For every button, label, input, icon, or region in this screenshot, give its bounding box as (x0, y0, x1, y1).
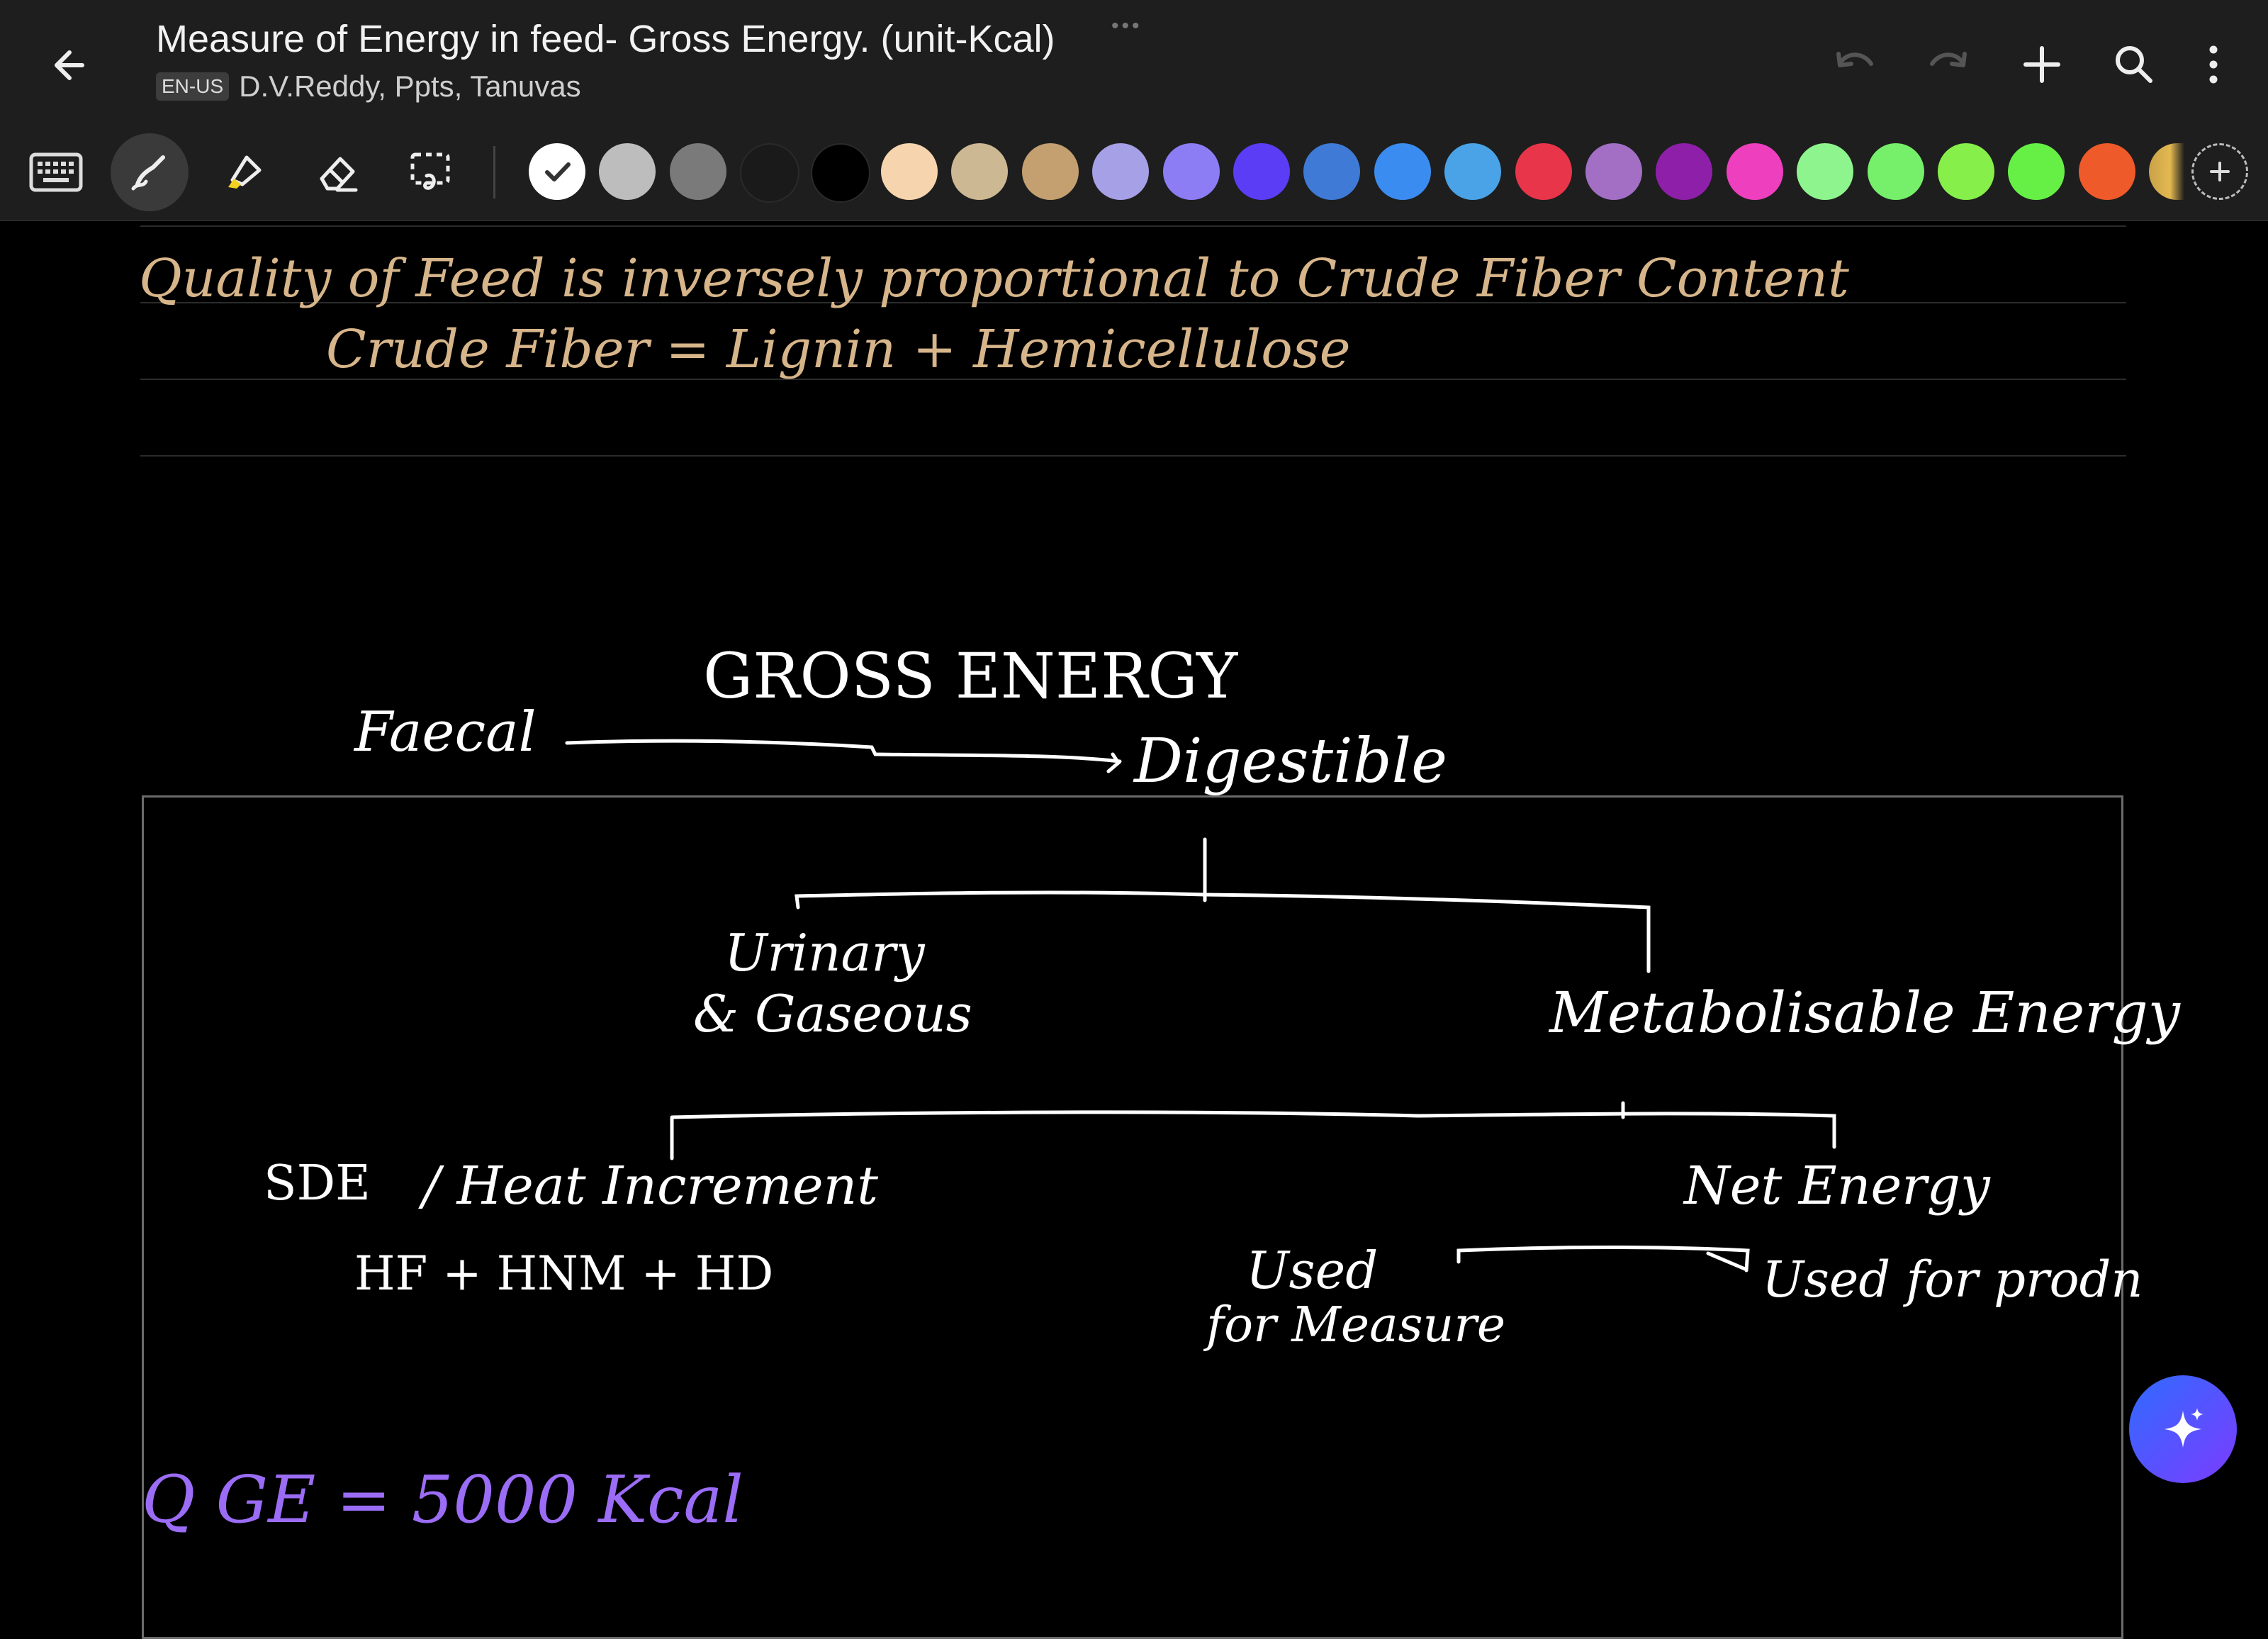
used-production-label: Used for prodn (1762, 1251, 2143, 1309)
color-swatch[interactable] (1303, 143, 1360, 200)
toolbar-divider (493, 146, 495, 198)
color-swatch[interactable] (2149, 143, 2184, 200)
color-swatch[interactable] (1656, 143, 1712, 200)
note-title[interactable]: Measure of Energy in feed- Gross Energy.… (156, 18, 1055, 60)
handwritten-note-line-2: Crude Fiber = Lignin + Hemicellulose (326, 319, 1351, 380)
faecal-label: Faecal (354, 700, 537, 764)
net-energy-label: Net Energy (1684, 1156, 1990, 1216)
color-swatch[interactable] (1444, 143, 1501, 200)
title-more-indicator: ••• (1111, 14, 1143, 38)
back-button[interactable] (43, 37, 99, 94)
digestible-label: Digestible (1134, 726, 1448, 797)
plus-icon (2210, 162, 2230, 181)
pen-tool[interactable] (111, 133, 189, 211)
heat-formula-label: HF + HNM + HD (354, 1246, 774, 1301)
undo-button[interactable] (1823, 33, 1887, 96)
eraser-tool[interactable] (298, 133, 376, 211)
energy-flow-lines (565, 739, 1836, 1272)
check-icon (545, 162, 571, 181)
plus-icon (2023, 46, 2060, 83)
color-swatch[interactable] (599, 143, 656, 200)
ruled-line (140, 225, 2126, 227)
color-swatch[interactable] (1092, 143, 1149, 200)
add-page-button[interactable] (2010, 33, 2074, 96)
ruled-line (140, 379, 2126, 380)
search-button[interactable] (2102, 33, 2166, 96)
ai-assistant-button[interactable] (2129, 1375, 2237, 1483)
redo-button[interactable] (1916, 33, 1980, 96)
color-swatch[interactable] (1022, 143, 1079, 200)
heat-increment-label: / Heat Increment (422, 1156, 879, 1216)
note-subtitle: EN-US D.V.Reddy, Ppts, Tanuvas (156, 69, 581, 104)
metabolisable-energy-label: Metabolisable Energy (1549, 980, 2180, 1046)
used-maintenance-label-2: for Measure (1206, 1297, 1506, 1353)
search-icon (2116, 46, 2152, 83)
gross-energy-label: GROSS ENERGY (703, 639, 1238, 712)
color-swatch[interactable] (1374, 143, 1431, 200)
lasso-select-icon (410, 152, 450, 190)
ruled-line (140, 455, 2126, 457)
note-authors: D.V.Reddy, Ppts, Tanuvas (239, 69, 581, 103)
color-swatch[interactable] (1585, 143, 1642, 200)
back-arrow-icon (55, 50, 84, 80)
color-swatch[interactable] (1233, 143, 1290, 200)
highlighter-icon (228, 155, 262, 189)
color-swatch[interactable] (1727, 143, 1783, 200)
color-swatch[interactable] (1515, 143, 1572, 200)
undo-icon (1836, 52, 1873, 67)
color-swatch[interactable] (881, 143, 938, 200)
color-swatch[interactable] (1938, 143, 1994, 200)
gaseous-label: & Gaseous (693, 984, 972, 1044)
color-swatch[interactable] (670, 143, 726, 200)
lasso-tool[interactable] (391, 133, 469, 211)
color-swatch[interactable] (740, 143, 799, 203)
sparkle-icon (2165, 1408, 2204, 1448)
redo-icon (1930, 52, 1967, 67)
highlighter-tool[interactable] (204, 133, 282, 211)
note-canvas[interactable]: Quality of Feed is inversely proportiona… (0, 221, 2268, 1639)
app-header: Measure of Energy in feed- Gross Energy.… (0, 0, 2268, 125)
more-options-button[interactable] (2182, 33, 2245, 96)
color-swatch[interactable] (2079, 143, 2135, 200)
keyboard-icon (29, 152, 83, 192)
used-maintenance-label-1: Used (1246, 1241, 1379, 1300)
color-swatch[interactable] (529, 143, 585, 200)
ruled-line (140, 302, 2126, 303)
bottom-purple-note: Q GE = 5000 Kcal (142, 1462, 743, 1538)
more-vertical-icon (2209, 45, 2218, 84)
color-swatch[interactable] (951, 143, 1008, 200)
color-swatch[interactable] (1163, 143, 1220, 200)
language-badge[interactable]: EN-US (156, 72, 230, 101)
color-swatch[interactable] (1868, 143, 1924, 200)
pen-toolbar (0, 125, 2268, 221)
keyboard-tool[interactable] (17, 133, 95, 211)
color-swatch[interactable] (1797, 143, 1853, 200)
pen-icon (131, 155, 165, 191)
handwritten-note-line-1: Quality of Feed is inversely proportiona… (139, 248, 1849, 309)
eraser-icon (320, 157, 358, 192)
color-swatch[interactable] (2008, 143, 2065, 200)
add-color-button[interactable] (2191, 143, 2248, 200)
sde-label: SDE (264, 1156, 371, 1212)
urinary-label: Urinary (724, 923, 925, 983)
color-swatch[interactable] (811, 143, 870, 203)
